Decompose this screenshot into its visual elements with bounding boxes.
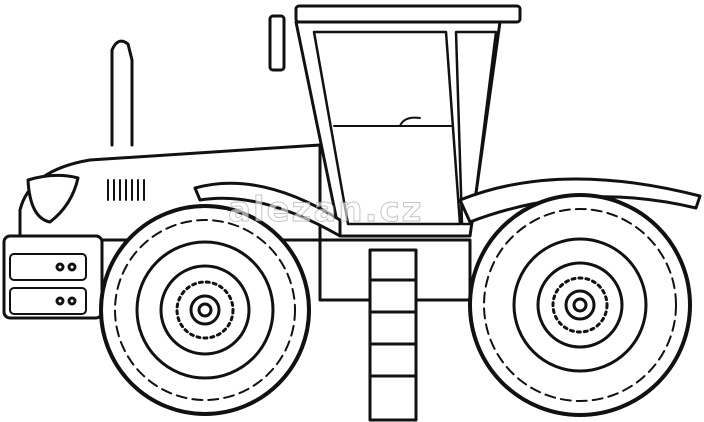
rear-wheel — [468, 193, 692, 417]
watermark: alezan.cz — [227, 190, 424, 231]
rear-fender — [458, 177, 702, 224]
headlight — [26, 173, 80, 224]
cab-roof — [294, 4, 522, 24]
grille-vents — [107, 179, 145, 201]
mirror — [268, 14, 286, 72]
exhaust-pipe — [110, 39, 134, 147]
cab-door — [312, 30, 462, 226]
front-weight — [2, 234, 104, 320]
front-wheel — [99, 204, 311, 416]
front-fender — [193, 181, 342, 238]
steps — [368, 248, 418, 422]
cab-window — [454, 30, 498, 226]
door-handle — [399, 116, 421, 127]
